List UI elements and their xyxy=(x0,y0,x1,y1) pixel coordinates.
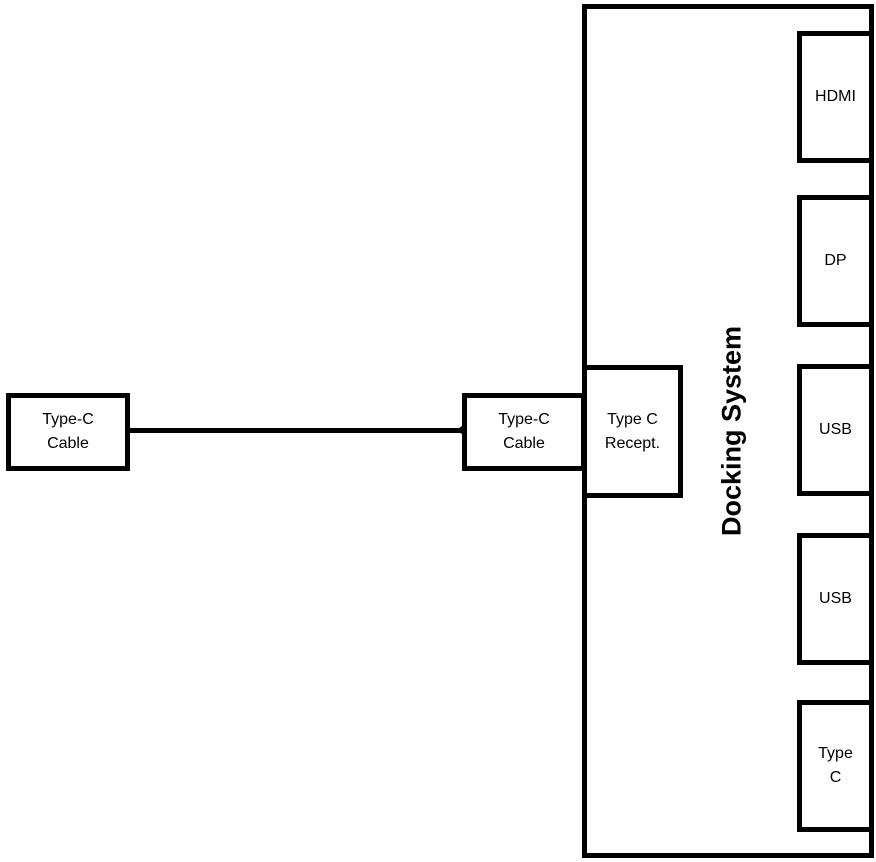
port-dp-label: DP xyxy=(824,252,847,269)
port-dp: DP xyxy=(797,195,874,327)
port-hdmi: HDMI xyxy=(797,31,874,163)
type-c-receptacle: Type C Recept. xyxy=(582,365,683,498)
type-c-cable-right: Type-C Cable xyxy=(462,393,586,471)
port-usb-2-label: USB xyxy=(819,590,852,607)
type-c-receptacle-label: Type C Recept. xyxy=(604,410,661,452)
port-usb-1-label: USB xyxy=(819,421,852,438)
port-type-c: Type C xyxy=(797,700,874,832)
docking-system-title: Docking System xyxy=(716,325,747,537)
type-c-cable-left-label: Type-C Cable xyxy=(42,411,94,452)
type-c-cable-right-label: Type-C Cable xyxy=(498,411,550,452)
cable-line xyxy=(125,428,465,433)
port-usb-1: USB xyxy=(797,364,874,496)
port-usb-2: USB xyxy=(797,533,874,665)
type-c-cable-left: Type-C Cable xyxy=(6,393,130,471)
port-hdmi-label: HDMI xyxy=(815,88,856,105)
port-type-c-label: Type C xyxy=(818,745,853,786)
